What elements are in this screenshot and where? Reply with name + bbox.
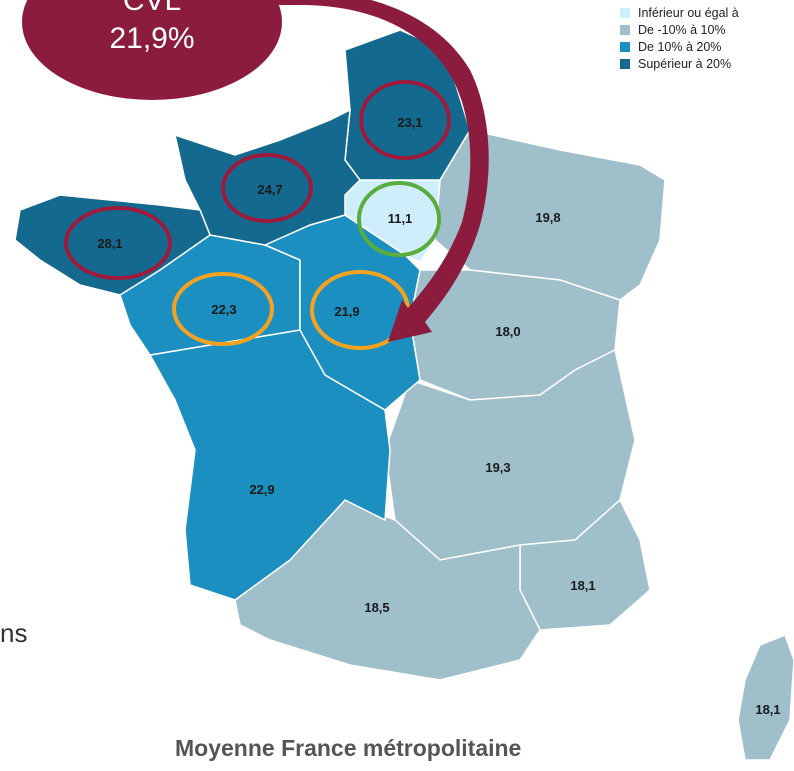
legend-label: De -10% à 10% <box>638 22 726 37</box>
legend-label: Supérieur à 20% <box>638 56 732 71</box>
legend-item: Supérieur à 20% <box>620 55 794 72</box>
legend: Inférieur ou égal à De -10% à 10% De 10%… <box>620 4 794 72</box>
legend-item: Inférieur ou égal à <box>620 4 794 21</box>
highlight-circle-bretagne <box>64 206 172 280</box>
region-bretagne <box>14 194 211 296</box>
label-paca: 18,1 <box>570 578 595 593</box>
label-centre-val-de-loire: 21,9 <box>334 304 359 319</box>
legend-swatch <box>620 41 630 52</box>
label-auvergne-rhone-alpes: 19,3 <box>485 460 510 475</box>
bubble-line-2: 21,9% <box>109 22 195 55</box>
bubble-text: CVL 21,9% <box>52 0 252 58</box>
legend-label: De 10% à 20% <box>638 39 722 54</box>
label-corse: 18,1 <box>755 702 780 717</box>
label-nouvelle-aquitaine: 22,9 <box>249 482 274 497</box>
legend-swatch <box>620 58 630 69</box>
region-corse <box>737 634 794 761</box>
label-bourgogne-franche-comte: 18,0 <box>495 324 520 339</box>
highlight-circle-normandie <box>221 153 313 223</box>
legend-swatch <box>620 24 630 35</box>
label-hauts-de-france: 23,1 <box>397 115 422 130</box>
label-normandie: 24,7 <box>257 182 282 197</box>
label-ile-de-france: 11,1 <box>388 211 413 226</box>
legend-item: De 10% à 20% <box>620 38 794 55</box>
label-grand-est: 19,8 <box>535 210 560 225</box>
side-text-fragment: ns <box>0 618 28 648</box>
bubble-line-1: CVL <box>122 0 182 17</box>
legend-label: Inférieur ou égal à <box>638 5 739 20</box>
highlight-circle-hauts-de-france <box>359 80 451 160</box>
legend-swatch <box>620 7 630 18</box>
map-caption: Moyenne France métropolitaine <box>175 735 522 761</box>
label-occitanie: 18,5 <box>364 600 389 615</box>
highlight-circle-ile-de-france <box>357 181 441 257</box>
legend-item: De -10% à 10% <box>620 21 794 38</box>
label-pays-de-la-loire: 22,3 <box>211 302 236 317</box>
label-bretagne: 28,1 <box>97 236 122 251</box>
bubble-shape <box>22 0 282 100</box>
highlight-circle-pays-de-la-loire <box>172 272 274 346</box>
